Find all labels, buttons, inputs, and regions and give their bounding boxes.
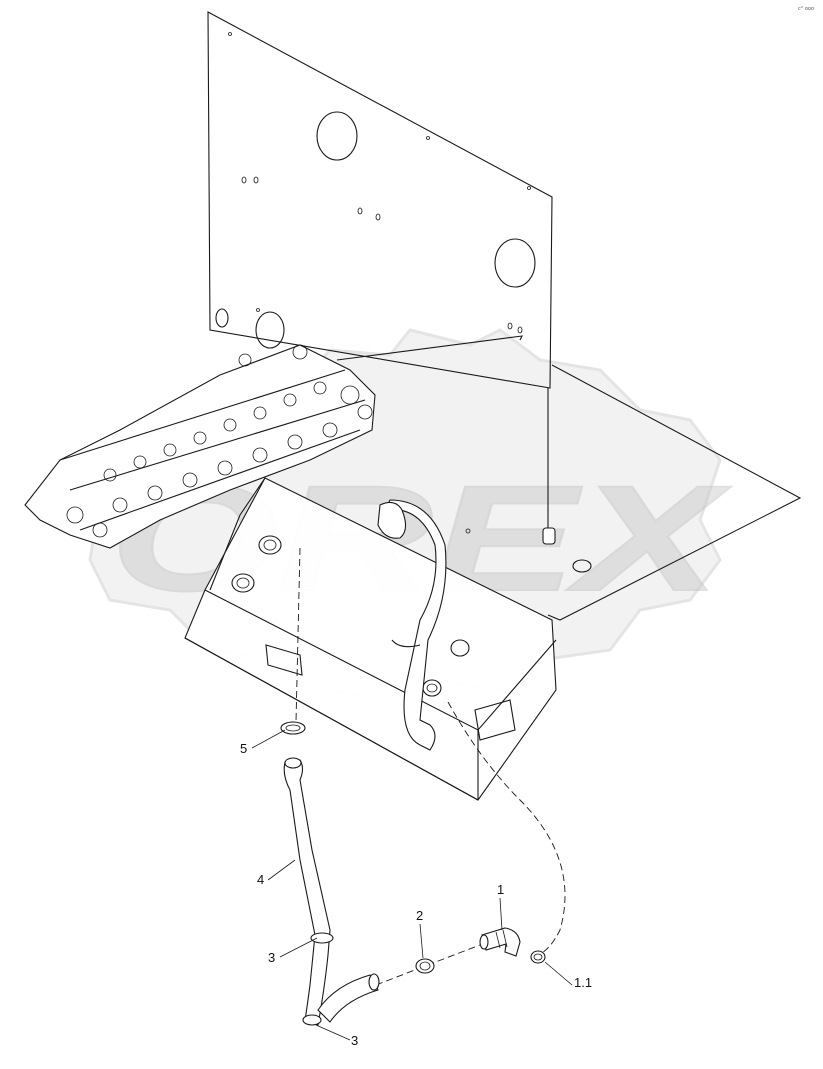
dash-link-right bbox=[447, 701, 566, 956]
cooler-housing bbox=[184, 477, 557, 801]
part-5-clamp bbox=[280, 721, 306, 735]
cylinder-head bbox=[24, 344, 376, 549]
callout-1-1: 1.1 bbox=[574, 975, 592, 990]
callout-2: 2 bbox=[416, 908, 423, 923]
mounting-plate bbox=[207, 11, 556, 545]
callout-5: 5 bbox=[240, 741, 247, 756]
callout-4: 4 bbox=[257, 872, 264, 887]
callout-1: 1 bbox=[497, 882, 504, 897]
part-1-elbow-fitting bbox=[479, 927, 521, 957]
corner-mark: c° ooo bbox=[798, 6, 814, 12]
part-2-clamp bbox=[415, 958, 435, 974]
callout-3-lower: 3 bbox=[351, 1033, 358, 1048]
part-4-hose bbox=[283, 757, 380, 1026]
part-1-1-o-ring bbox=[530, 950, 546, 964]
dash-link-left bbox=[295, 547, 301, 723]
callout-3-upper: 3 bbox=[268, 950, 275, 965]
base-plate bbox=[465, 364, 802, 621]
callout-leaders bbox=[251, 729, 573, 1041]
